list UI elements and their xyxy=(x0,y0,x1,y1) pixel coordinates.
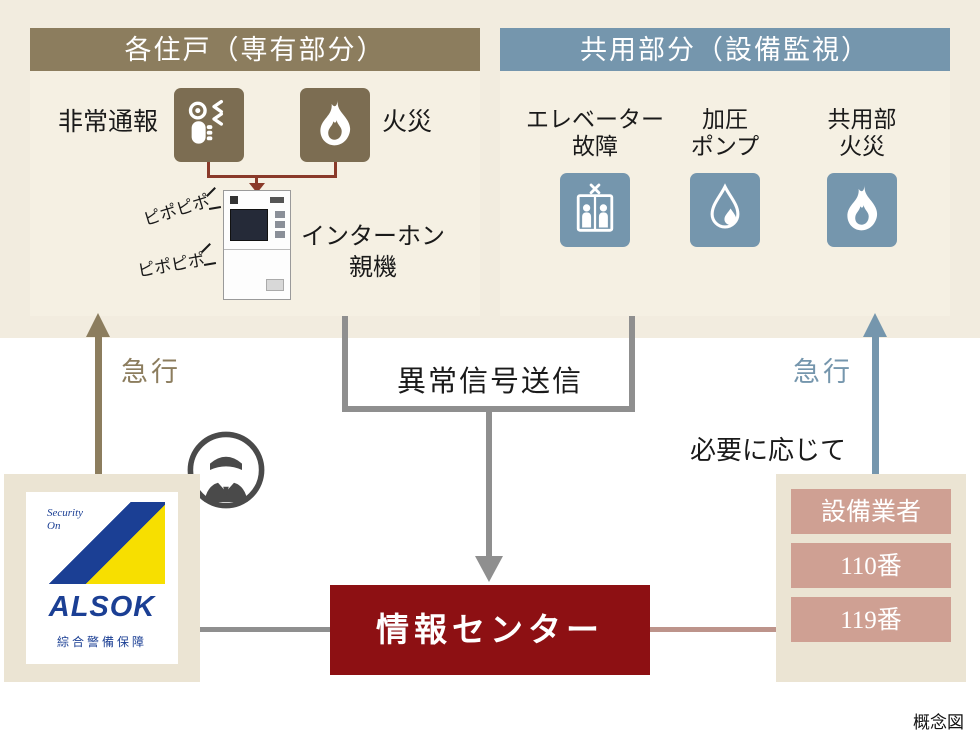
fire-label: 火災 xyxy=(382,109,433,136)
elevator-icon xyxy=(560,173,630,247)
label-line: 故障 xyxy=(572,134,618,159)
intercom-screen xyxy=(230,209,268,241)
contractor-label: 110番 xyxy=(791,543,951,588)
label-line: エレベーター xyxy=(526,107,664,132)
contractor-label: 119番 xyxy=(791,597,951,642)
common-area-panel-title: 共用部分（設備監視） xyxy=(500,28,950,71)
water-drop-icon xyxy=(690,173,760,247)
connector-line xyxy=(255,175,258,185)
connector-line xyxy=(207,175,337,178)
label-line: 火災 xyxy=(839,134,885,159)
signal-arrowhead xyxy=(475,556,503,582)
connector-line xyxy=(207,162,210,177)
rush-label-right: 急行 xyxy=(793,357,853,387)
label-line: ポンプ xyxy=(690,134,760,159)
contractor-label: 設備業者 xyxy=(791,489,951,534)
alsok-emblem xyxy=(39,502,165,584)
dispatch-arrow-left xyxy=(95,336,102,475)
intercom-unit xyxy=(223,190,291,300)
label-line: 加圧 xyxy=(702,107,748,132)
intercom-divider xyxy=(224,249,290,250)
signal-label: 異常信号送信 xyxy=(396,366,584,398)
signal-line-left xyxy=(342,316,348,412)
intercom-label-line: インターホン xyxy=(301,224,445,250)
intercom-sensor xyxy=(270,197,284,203)
intercom-camera xyxy=(230,196,238,204)
emergency-call-icon xyxy=(174,88,244,162)
intercom-button xyxy=(275,221,285,228)
intercom-label-line: 親機 xyxy=(349,255,397,281)
alsok-security-line: Security xyxy=(47,507,84,519)
intercom-button xyxy=(275,211,285,218)
residence-panel-title: 各住戸（専有部分） xyxy=(30,28,480,71)
as-needed-label: 必要に応じて xyxy=(689,436,847,465)
intercom-speaker xyxy=(266,279,284,291)
connector-arrowhead xyxy=(249,183,265,193)
intercom-label: インターホン 親機 xyxy=(300,222,446,284)
signal-line-center xyxy=(486,406,492,558)
dispatch-arrow-right xyxy=(872,336,879,475)
elevator-fault-label: エレベーター 故障 xyxy=(525,106,665,160)
security-guard-icon xyxy=(186,430,266,510)
information-center-box: 情報センター xyxy=(330,585,650,675)
dispatch-arrowhead-left xyxy=(86,313,110,337)
dispatch-arrowhead-right xyxy=(863,313,887,337)
alsok-security-line: On xyxy=(47,520,61,532)
label-line: 共用部 xyxy=(827,107,897,132)
fire-icon xyxy=(300,88,370,162)
fire-icon xyxy=(827,173,897,247)
alsok-company-text: 綜合警備保障 xyxy=(56,635,147,649)
alsok-security-on-text: Security On xyxy=(47,507,83,533)
emergency-report-label: 非常通報 xyxy=(58,109,159,136)
pressure-pump-label: 加圧 ポンプ xyxy=(660,106,790,160)
connector-line xyxy=(334,162,337,177)
alsok-brand-text: ALSOK xyxy=(48,591,156,623)
connector-center-to-contractors xyxy=(650,627,776,632)
connector-center-to-alsok xyxy=(200,627,330,632)
signal-line-right xyxy=(629,316,635,412)
rush-label-left: 急行 xyxy=(121,357,181,387)
diagram-note: 概念図 xyxy=(913,713,964,732)
intercom-button xyxy=(275,231,285,238)
common-fire-label: 共用部 火災 xyxy=(795,106,929,160)
